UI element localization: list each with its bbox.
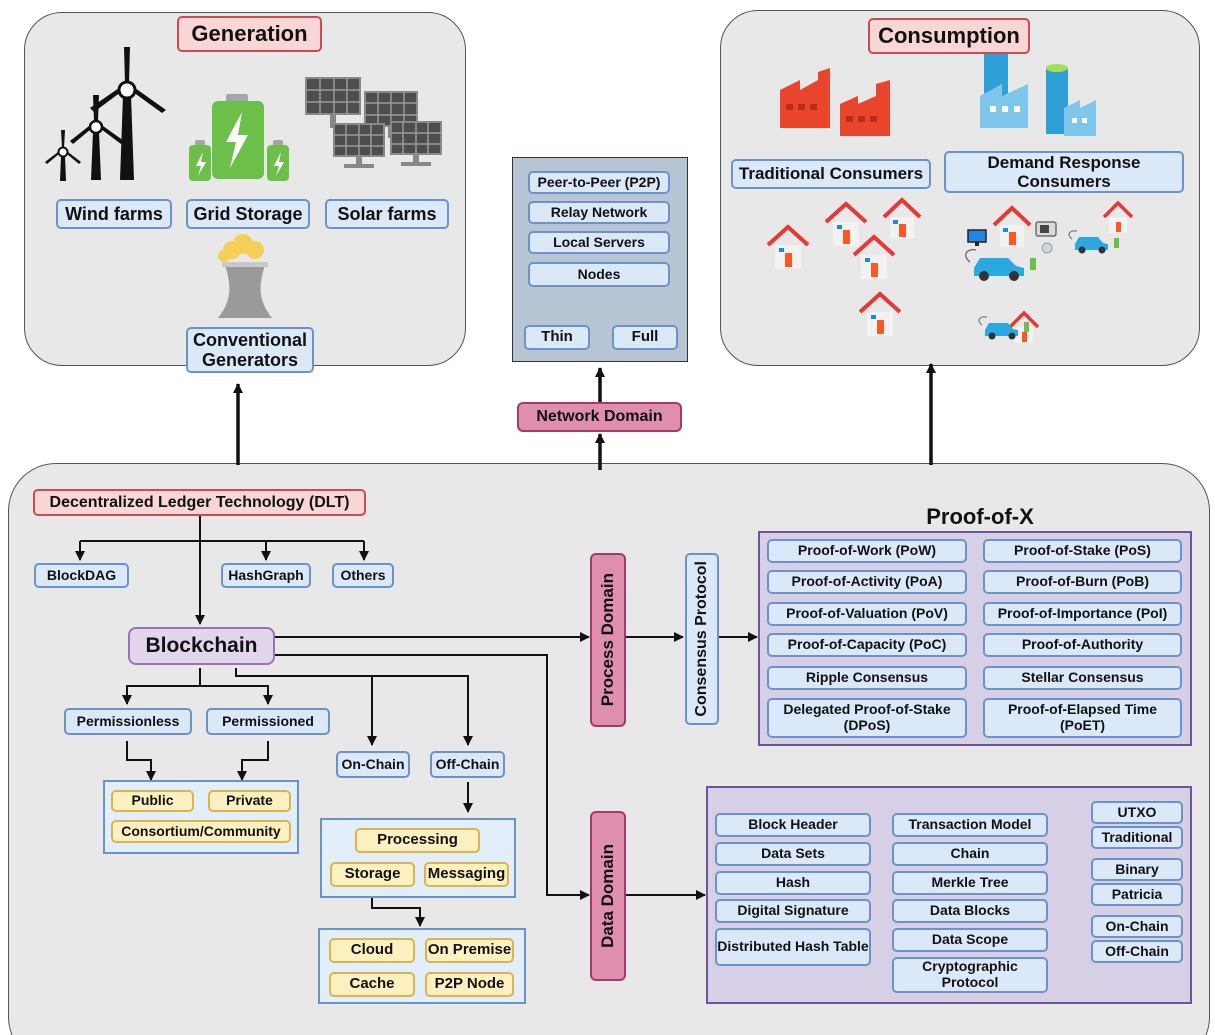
red-factory-icon [780,68,890,136]
pox-right-4: Stellar Consensus [983,666,1182,690]
full-node-label: Full [612,325,678,350]
cooling-tower-icon [218,234,272,318]
on-chain-label: On-Chain [336,751,410,778]
arrow-to-data-domain [275,654,590,900]
data-on-chain-label: On-Chain [1091,915,1183,938]
network-item-local-servers: Local Servers [528,231,670,254]
data-mid-0: Transaction Model [892,813,1048,837]
data-mid-2: Merkle Tree [892,871,1048,895]
consumption-title: Consumption [868,18,1030,54]
arrow-to-permissionless [122,668,201,705]
network-domain-label: Network Domain [517,402,682,432]
arrow-to-permissioned [200,685,273,705]
smart-home-icon [967,200,1134,343]
private-label: Private [208,790,291,812]
solar-farms-label: Solar farms [325,199,449,229]
blue-factory-icon [980,38,1096,136]
pox-right-5: Proof-of-Elapsed Time (PoET) [983,698,1182,738]
pox-left-1: Proof-of-Activity (PoA) [767,570,967,594]
pox-left-5: Delegated Proof-of-Stake (DPoS) [767,698,967,738]
process-domain-text: Process Domain [598,573,618,707]
process-domain-label: Process Domain [590,553,626,727]
pox-left-3: Proof-of-Capacity (PoC) [767,633,967,657]
network-item-relay: Relay Network [528,201,670,224]
processing-label: Processing [355,828,480,853]
data-mid-1: Chain [892,842,1048,866]
public-label: Public [111,790,194,812]
pox-right-3: Proof-of-Authority [983,633,1182,657]
data-mid-3: Data Blocks [892,899,1048,923]
traditional-model-label: Traditional [1091,826,1183,849]
data-mid-4: Data Scope [892,928,1048,952]
demand-response-label: Demand Response Consumers [944,151,1184,193]
house-icon [766,197,922,336]
generation-title: Generation [177,16,322,52]
off-chain-label: Off-Chain [430,751,505,778]
arrow-to-offchain [235,668,473,746]
data-domain-label: Data Domain [590,811,626,981]
network-item-p2p: Peer-to-Peer (P2P) [528,171,670,194]
traditional-consumers-label: Traditional Consumers [731,159,931,189]
solar-panel-icon [305,77,442,168]
network-item-nodes: Nodes [528,262,670,287]
blockchain-label: Blockchain [128,627,275,665]
wind-farms-label: Wind farms [56,199,172,229]
data-off-chain-label: Off-Chain [1091,940,1183,963]
hashgraph-label: HashGraph [221,563,311,588]
dlt-title: Decentralized Ledger Technology (DLT) [33,489,366,516]
messaging-label: Messaging [424,862,509,887]
pox-left-0: Proof-of-Work (PoW) [767,539,967,563]
data-domain-text: Data Domain [598,844,618,948]
on-premise-label: On Premise [425,938,514,963]
pox-right-2: Proof-of-Importance (PoI) [983,602,1182,626]
consensus-protocol-text: Consensus Protocol [693,561,711,717]
pox-left-4: Ripple Consensus [767,666,967,690]
patricia-label: Patricia [1091,883,1183,906]
data-left-1: Data Sets [715,842,871,866]
cloud-label: Cloud [329,938,415,963]
data-left-4: Distributed Hash Table [715,928,871,966]
grid-storage-label: Grid Storage [186,199,310,229]
data-mid-5: Cryptographic Protocol [892,957,1048,993]
cache-label: Cache [329,972,415,997]
data-left-0: Block Header [715,813,871,837]
data-left-3: Digital Signature [715,899,871,923]
wind-turbine-icon [45,47,166,181]
binary-label: Binary [1091,858,1183,881]
permissionless-label: Permissionless [64,708,192,735]
arrow-permissionless-types [126,741,156,781]
pox-left-2: Proof-of-Valuation (PoV) [767,602,967,626]
others-label: Others [332,563,394,588]
arrow-storage-locations [371,896,425,927]
data-left-2: Hash [715,871,871,895]
thin-node-label: Thin [524,325,590,350]
p2p-node-label: P2P Node [425,972,514,997]
electric-car-icon [965,230,1119,340]
pox-right-1: Proof-of-Burn (PoB) [983,570,1182,594]
consensus-protocol-label: Consensus Protocol [685,553,719,725]
pox-right-0: Proof-of-Stake (PoS) [983,539,1182,563]
battery-icon [189,94,289,181]
permissioned-label: Permissioned [206,708,330,735]
arrow-permissioned-types [237,741,269,781]
consortium-label: Consortium/Community [111,820,291,843]
blockdag-label: BlockDAG [34,563,129,588]
proof-of-x-title: Proof-of-X [926,503,1034,529]
storage-label: Storage [330,862,415,887]
utxo-label: UTXO [1091,801,1183,824]
conventional-generators-label: Conventional Generators [186,327,314,373]
